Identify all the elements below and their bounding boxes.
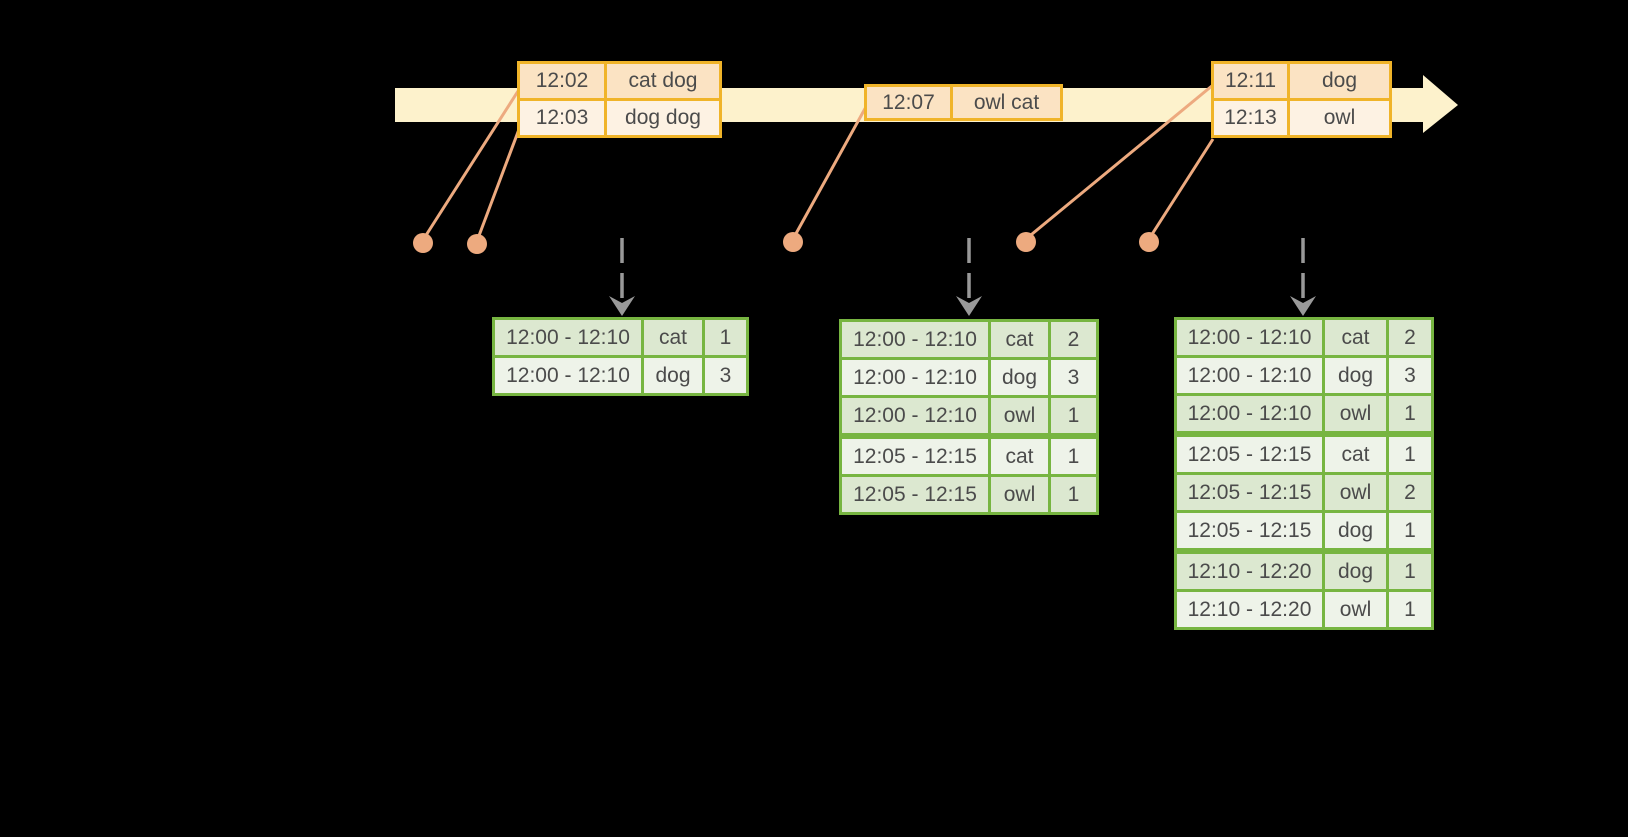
table-cell: owl cat (953, 87, 1060, 118)
table-cell: owl (991, 477, 1048, 512)
table-cell: 12:00 - 12:10 (1177, 396, 1322, 431)
event-connector-line (475, 123, 523, 242)
table-cell: dog (991, 360, 1048, 395)
table-cell: 12:00 - 12:10 (1177, 358, 1322, 393)
table-cell: dog dog (607, 101, 719, 135)
trigger-arrowhead-icon (1290, 296, 1316, 316)
event-time-dot (413, 233, 433, 253)
table-cell: 12:05 - 12:15 (842, 439, 988, 474)
event-connector-line (421, 87, 522, 241)
event-time-dot (783, 232, 803, 252)
table-cell: 12:00 - 12:10 (842, 322, 988, 357)
table-cell: dog (1325, 513, 1386, 548)
table-cell: owl (1325, 475, 1386, 510)
event-dots (413, 232, 1159, 254)
table-cell: 12:00 - 12:10 (495, 358, 641, 393)
table-cell: owl (1325, 592, 1386, 627)
table-cell: 1 (1389, 592, 1431, 627)
table-cell: 12:10 - 12:20 (1177, 592, 1322, 627)
trigger-arrowhead-icon (609, 296, 635, 316)
trigger-arrows (609, 238, 1316, 316)
table-cell: owl (991, 398, 1048, 433)
table-cell: 12:00 - 12:10 (842, 360, 988, 395)
table-cell: cat (1325, 320, 1386, 355)
table-cell: 1 (1389, 396, 1431, 431)
table-cell: 12:07 (867, 87, 950, 118)
timeline-arrowhead-icon (1423, 75, 1458, 133)
table-cell: cat (991, 439, 1048, 474)
table-cell: 12:00 - 12:10 (842, 398, 988, 433)
table-cell: dog (1325, 554, 1386, 589)
table-cell: dog (644, 358, 702, 393)
table-cell: dog (1325, 358, 1386, 393)
table-cell: dog (1290, 64, 1389, 98)
trigger-arrowhead-icon (956, 296, 982, 316)
table-cell: 2 (1389, 320, 1431, 355)
table-cell: cat (991, 322, 1048, 357)
table-cell: 12:13 (1214, 101, 1287, 135)
table-cell: 1 (1051, 398, 1096, 433)
event-time-dot (467, 234, 487, 254)
table-cell: 2 (1389, 475, 1431, 510)
table-cell: 12:05 - 12:15 (1177, 513, 1322, 548)
table-cell: owl (1290, 101, 1389, 135)
table-cell: 1 (1051, 439, 1096, 474)
table-cell: 1 (1389, 554, 1431, 589)
table-cell: cat (1325, 437, 1386, 472)
table-cell: 3 (1051, 360, 1096, 395)
table-cell: 3 (705, 358, 746, 393)
table-cell: 3 (1389, 358, 1431, 393)
event-connector-line (1147, 138, 1215, 240)
table-cell: 12:05 - 12:15 (1177, 437, 1322, 472)
table-cell: 12:05 - 12:15 (1177, 475, 1322, 510)
table-cell: 1 (1389, 437, 1431, 472)
table-cell: owl (1325, 396, 1386, 431)
table-cell: cat dog (607, 64, 719, 98)
table-cell: 12:10 - 12:20 (1177, 554, 1322, 589)
table-cell: 2 (1051, 322, 1096, 357)
table-cell: 12:00 - 12:10 (495, 320, 641, 355)
event-time-dot (1016, 232, 1036, 252)
table-cell: 1 (1389, 513, 1431, 548)
table-cell: 12:00 - 12:10 (1177, 320, 1322, 355)
table-cell: 12:03 (520, 101, 604, 135)
table-cell: 12:11 (1214, 64, 1287, 98)
table-cell: 1 (705, 320, 746, 355)
table-cell: 12:05 - 12:15 (842, 477, 988, 512)
table-cell: 1 (1051, 477, 1096, 512)
table-cell: 12:02 (520, 64, 604, 98)
event-time-dot (1139, 232, 1159, 252)
event-connector-line (791, 104, 869, 240)
table-cell: cat (644, 320, 702, 355)
